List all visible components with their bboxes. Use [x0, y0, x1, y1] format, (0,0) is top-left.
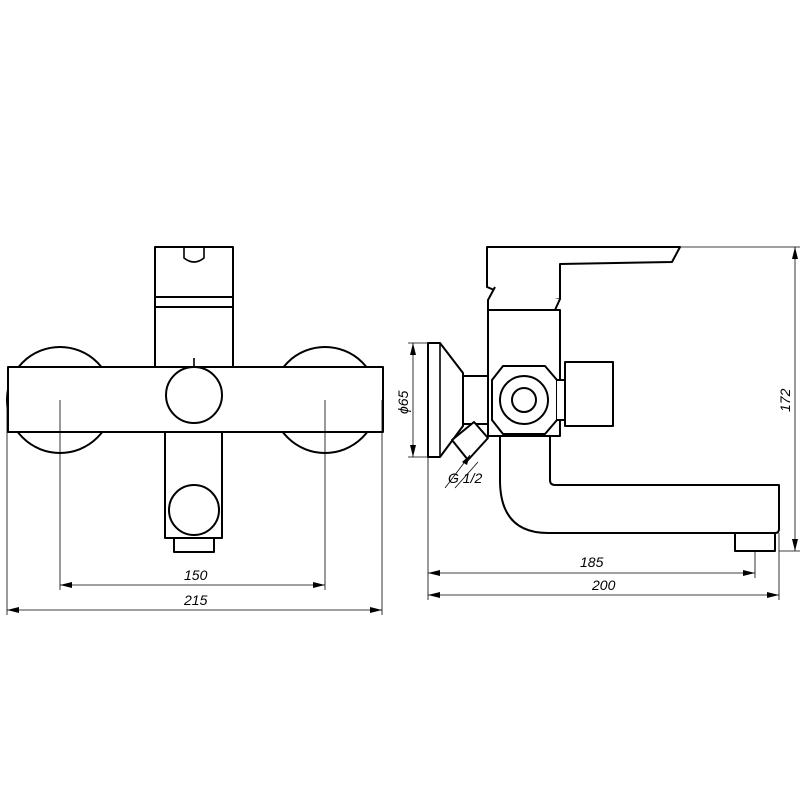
arrow-185-right: [743, 570, 755, 576]
dim-label-150: 150: [184, 567, 208, 583]
thread-pipe: [451, 421, 489, 461]
arrow-215-right: [370, 607, 382, 613]
arrow-185-left: [428, 570, 440, 576]
arrow-thread: [462, 455, 470, 465]
dim-label-185: 185: [580, 554, 604, 570]
side-lever-handle: [486, 246, 681, 300]
arrow-215-left: [7, 607, 19, 613]
connector-ring-inner: [511, 387, 537, 413]
side-diverter-knob: [564, 361, 614, 427]
arrow-phi-top: [410, 343, 416, 355]
cartridge-neck: [154, 296, 234, 308]
arrow-200-left: [428, 592, 440, 598]
dim-label-172: 172: [777, 388, 793, 412]
top-lever-handle: [154, 246, 234, 298]
aerator-tip: [173, 537, 215, 553]
side-view: ϕ65 G 1/2 172 185 200: [395, 246, 800, 600]
front-view: 150 215: [6, 246, 384, 615]
arrow-150-right: [313, 582, 325, 588]
arrow-200-right: [767, 592, 779, 598]
lever-notch: [183, 247, 205, 263]
side-diverter-neck: [557, 379, 566, 421]
arrow-172-top: [792, 247, 798, 259]
diverter-knob: [165, 366, 223, 424]
spout-aerator-body: [168, 484, 220, 536]
arrow-150-left: [60, 582, 72, 588]
eccentric-connector: [462, 375, 489, 425]
dim-label-200: 200: [591, 577, 616, 593]
dim-label-thread: G 1/2: [448, 470, 482, 486]
leader-thread-2: [454, 461, 479, 489]
side-aerator: [734, 532, 776, 552]
arrow-172-bottom: [792, 539, 798, 551]
side-spout: [499, 435, 780, 534]
dim-label-215: 215: [183, 592, 208, 608]
arrow-phi-bottom: [410, 445, 416, 457]
dim-label-phi65: ϕ65: [395, 390, 411, 414]
